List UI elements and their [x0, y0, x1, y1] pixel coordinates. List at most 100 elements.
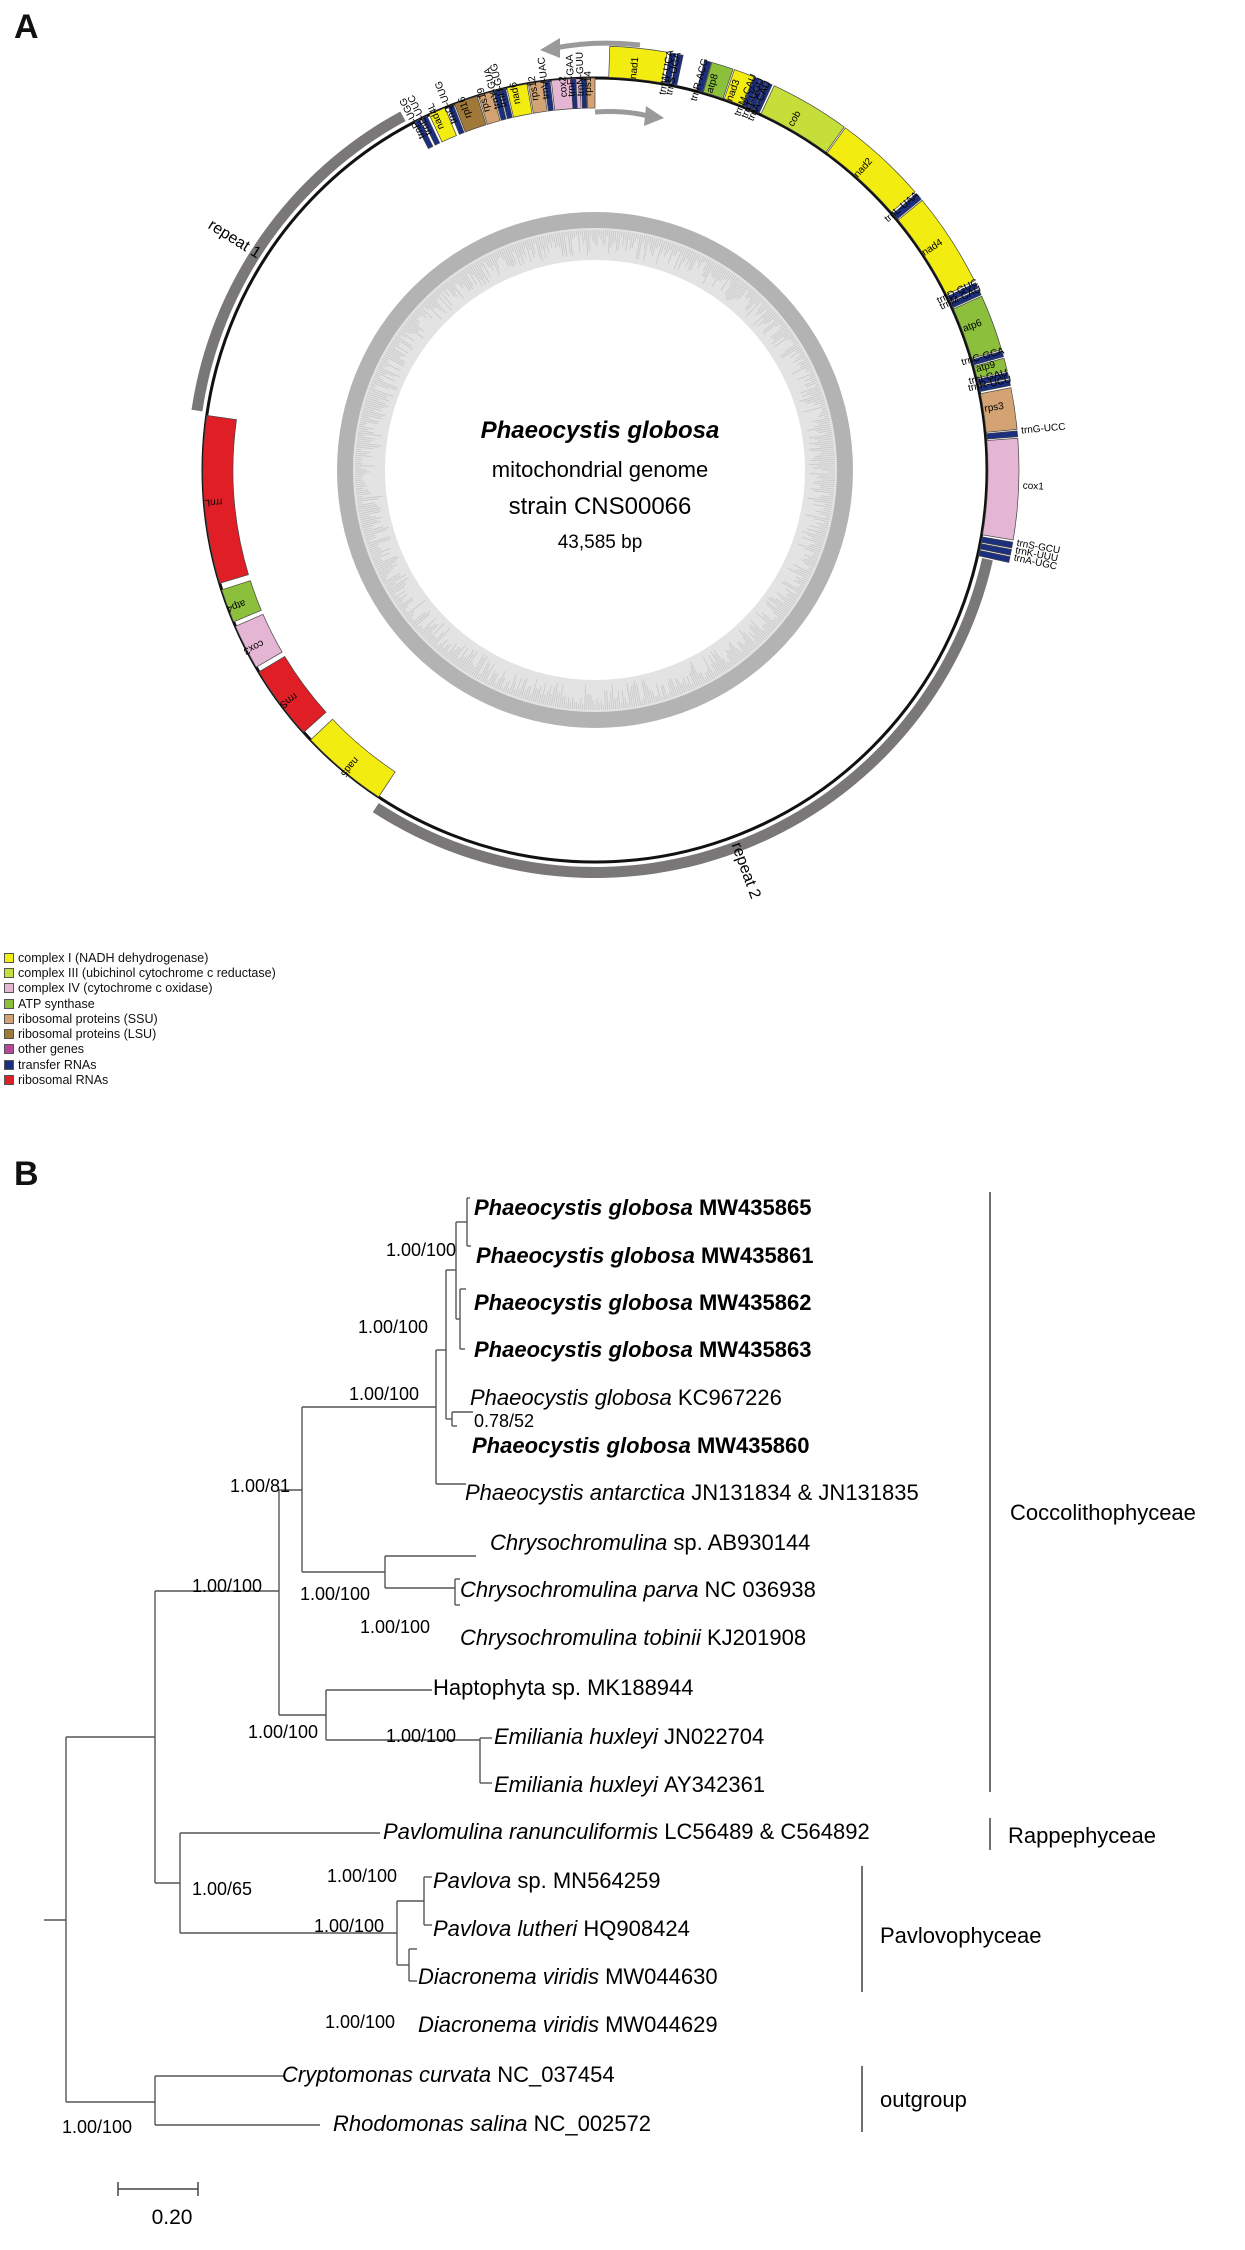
support-value: 1.00/100 — [62, 2117, 132, 2137]
gene-trnh-gug — [499, 87, 513, 120]
legend-swatch — [4, 1059, 14, 1070]
legend-label: ATP synthase — [18, 996, 95, 1011]
gene-rps19 — [477, 91, 501, 125]
genome-size: 43,585 bp — [558, 532, 643, 553]
legend-swatch — [4, 983, 14, 994]
legend-swatch — [4, 1044, 14, 1055]
legend-label: complex I (NADH dehydrogenase) — [18, 950, 209, 965]
panel-label-a: A — [14, 8, 39, 46]
gene-cox1 — [982, 437, 1020, 541]
taxon-label: Pavlova sp. MN564259 — [433, 1868, 660, 1893]
taxon-label: Pavlova lutheri HQ908424 — [433, 1916, 690, 1941]
legend-label: complex IV (cytochrome c oxidase) — [18, 981, 213, 996]
legend-label: ribosomal proteins (SSU) — [18, 1011, 158, 1026]
group-coccolithophyceae: Coccolithophyceae — [1010, 1500, 1196, 1525]
gene-atp8 — [702, 61, 734, 99]
gene-trns-gcu — [980, 536, 1014, 549]
gene-trnv-uac — [544, 80, 554, 112]
gene-label: nad1 — [628, 56, 641, 80]
gene-trny-gua — [493, 89, 507, 121]
gene-trna-ugc — [978, 549, 1011, 563]
gene-label: trnN-GUU — [575, 52, 587, 97]
gene-rrnl — [202, 415, 249, 584]
gene-label: cox2 — [557, 75, 570, 97]
repeat-label-1: repeat 1 — [205, 217, 264, 263]
gene-label: rrnL — [204, 496, 223, 508]
support-value: 1.00/65 — [192, 1879, 252, 1899]
gene-nad2 — [826, 127, 916, 213]
taxon-label: Phaeocystis antarctica JN131834 & JN1318… — [465, 1480, 919, 1505]
gene-trna-cau — [753, 81, 773, 114]
gc-ring-center — [385, 260, 805, 680]
legend-label: ribosomal proteins (LSU) — [18, 1027, 157, 1042]
group-pavlovophyceae: Pavlovophyceae — [880, 1923, 1041, 1948]
gene-label: rps14 — [583, 71, 594, 97]
legend-item: ATP synthase — [4, 996, 276, 1011]
support-value: 1.00/100 — [349, 1384, 419, 1404]
legend-item: ribosomal proteins (LSU) — [4, 1026, 276, 1041]
gene-label: trnG-UCC — [1021, 422, 1066, 437]
legend-swatch — [4, 1013, 14, 1024]
support-value: 1.00/100 — [314, 1916, 384, 1936]
gene-trni-gau — [977, 372, 1010, 386]
gene-nad6 — [506, 83, 533, 118]
support-values: 1.00/1001.00/1001.00/1000.78/521.00/811.… — [62, 1240, 534, 2137]
legend-swatch — [4, 998, 14, 1009]
group-rappephyceae: Rappephyceae — [1008, 1823, 1156, 1848]
gene-trnq-uug — [447, 104, 465, 135]
gc-ticks — [354, 229, 836, 711]
gene-trnp-ugg — [414, 119, 434, 150]
taxon-label: Phaeocystis globosa MW435860 — [472, 1433, 809, 1458]
gene-trnd-guc — [947, 282, 979, 302]
gene-label: trnF-GAA — [564, 54, 577, 97]
gene-cob — [760, 85, 845, 153]
legend-item: complex III (ubichinol cytochrome c redu… — [4, 965, 276, 980]
gene-label: rps3 — [984, 401, 1005, 415]
gene-label: nad6 — [508, 81, 523, 105]
arrow-counterclockwise-icon — [554, 40, 641, 51]
taxon-label: Diacronema viridis MW044630 — [418, 1964, 718, 1989]
legend-label: transfer RNAs — [18, 1057, 97, 1072]
arrow-head-right-icon — [644, 106, 664, 126]
support-value: 1.00/100 — [327, 1866, 397, 1886]
legend-item: transfer RNAs — [4, 1057, 276, 1072]
legend-swatch — [4, 1075, 14, 1086]
legend-swatch — [4, 952, 14, 963]
gene-trnr-acg — [696, 60, 712, 93]
legend-item: complex IV (cytochrome c oxidase) — [4, 981, 276, 996]
gene-rps12 — [527, 81, 548, 114]
gene-trnf-gaa — [570, 78, 578, 110]
legend-swatch — [4, 1029, 14, 1040]
gene-atp6 — [953, 295, 1002, 359]
gene-label: atp9 — [975, 359, 997, 375]
genome-strain: strain CNS00066 — [509, 493, 692, 520]
legend-label: complex III (ubichinol cytochrome c redu… — [18, 965, 276, 980]
gene-label: rps12 — [527, 75, 542, 102]
taxon-label: Phaeocystis globosa KC967226 — [470, 1385, 782, 1410]
gene-rrns — [258, 655, 327, 733]
taxon-label: Phaeocystis globosa MW435861 — [476, 1243, 813, 1268]
tree-branches — [44, 1197, 492, 2126]
gene-atp9 — [973, 357, 1008, 379]
legend-item: complex I (NADH dehydrogenase) — [4, 950, 276, 965]
phylogenetic-tree: Phaeocystis globosa MW435865Phaeocystis … — [44, 1192, 1196, 2229]
gene-nad1 — [608, 45, 668, 84]
gene-trng-ucc — [985, 430, 1019, 440]
gene-nad4 — [897, 199, 975, 296]
support-value: 1.00/100 — [360, 1617, 430, 1637]
arrow-head-left-icon — [540, 38, 560, 58]
scale-bar: 0.20 — [117, 2182, 199, 2229]
panel-label-b: B — [14, 1155, 39, 1193]
scale-bar-label: 0.20 — [152, 2206, 193, 2229]
gene-trns-uga — [670, 53, 684, 87]
gene-blocks — [202, 45, 1020, 798]
taxon-label: Cryptomonas curvata NC_037454 — [282, 2062, 615, 2087]
gene-cox3 — [235, 613, 283, 668]
support-value: 1.00/100 — [325, 2012, 395, 2032]
gene-nad3 — [723, 69, 755, 107]
support-value: 1.00/100 — [358, 1317, 428, 1337]
taxon-label: Phaeocystis globosa MW435865 — [474, 1195, 811, 1220]
support-value: 1.00/100 — [248, 1722, 318, 1742]
